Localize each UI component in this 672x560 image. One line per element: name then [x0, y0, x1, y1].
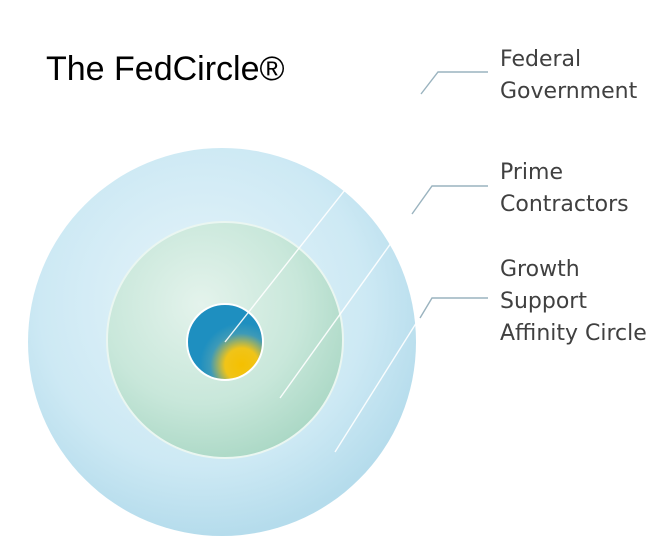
label-federal-line-1: Federal: [500, 47, 582, 72]
leader-line-growth-outside: [419, 297, 488, 319]
label-federal-government: Federal Government: [500, 44, 637, 108]
label-growth-line-3: Affinity Circle: [500, 321, 647, 346]
label-prime-line-2: Contractors: [500, 192, 629, 217]
diagram-title: The FedCircle®: [46, 50, 285, 88]
label-federal-line-2: Government: [500, 79, 638, 104]
leader-line-federal-outside: [420, 71, 488, 95]
label-growth-support-affinity-circle: Growth Support Affinity Circle: [500, 254, 647, 350]
label-prime-line-1: Prime: [500, 160, 564, 185]
label-growth-line-1: Growth: [500, 257, 580, 282]
leader-line-prime-outside: [411, 185, 488, 215]
label-prime-contractors: Prime Contractors: [500, 157, 629, 221]
label-growth-line-2: Support: [500, 289, 587, 314]
